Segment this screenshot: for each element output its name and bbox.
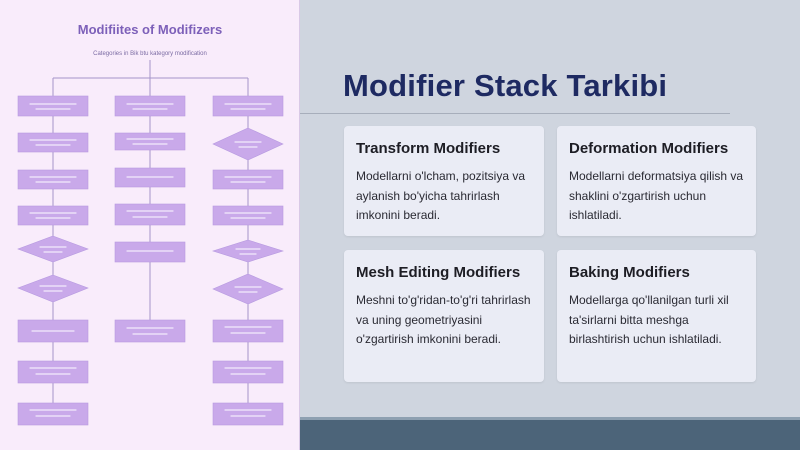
card-title: Deformation Modifiers — [569, 140, 729, 157]
card-description: Modellarga qo'llanilgan turli xil ta'sir… — [569, 293, 729, 346]
footer-band — [300, 417, 800, 450]
flowchart-diagram — [17, 60, 285, 426]
flowchart-subtitle: Categories in Bik btu kategory modificat… — [93, 51, 207, 57]
slide-title: Modifier Stack Tarkibi — [343, 68, 668, 103]
card-title: Baking Modifiers — [569, 264, 690, 281]
card-description: Meshni to'g'ridan-to'g'ri tahrirlash va … — [356, 293, 531, 346]
card-title: Mesh Editing Modifiers — [356, 264, 521, 281]
flowchart-panel: Modifiites of Modifizers Categories in B… — [0, 0, 300, 450]
card-baking-modifiers: Baking Modifiers Modellarga qo'llanilgan… — [557, 250, 756, 382]
title-divider — [300, 113, 730, 114]
card-description: Modellarni o'lcham, pozitsiya va aylanis… — [356, 169, 526, 222]
card-mesh-editing-modifiers: Mesh Editing Modifiers Meshni to'g'ridan… — [344, 250, 544, 382]
card-description: Modellarni deformatsiya qilish va shakli… — [569, 169, 744, 222]
card-deformation-modifiers: Deformation Modifiers Modellarni deforma… — [557, 126, 756, 236]
card-transform-modifiers: Transform Modifiers Modellarni o'lcham, … — [344, 126, 544, 236]
card-title: Transform Modifiers — [356, 140, 501, 157]
flowchart-title: Modifiites of Modifizers — [77, 22, 223, 37]
